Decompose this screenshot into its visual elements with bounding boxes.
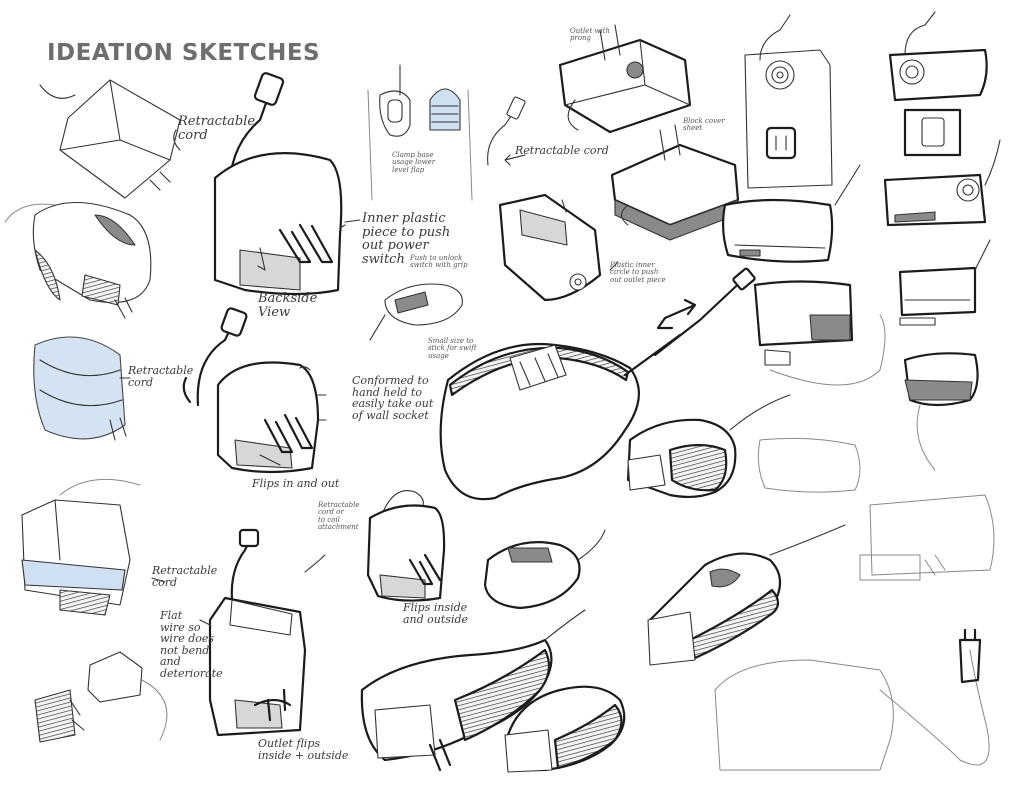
sketch-faint-outline-mid bbox=[757, 437, 861, 493]
annotation-small-prong-1: Outlet with prong bbox=[570, 27, 611, 43]
annotation-retractable-cord-5: Retractable cord bbox=[152, 564, 218, 589]
sketch-blue-adapter bbox=[33, 336, 127, 441]
annotation-plastic-inner-circle: Plastic inner circle to push out outlet … bbox=[610, 261, 666, 284]
sketch-coil-charger bbox=[366, 490, 446, 602]
sketch-conformed-charger bbox=[182, 307, 327, 474]
annotation-push-to-unlock: Push to unlock switch with grip bbox=[410, 254, 468, 270]
sketch-rounded-block-right bbox=[903, 352, 979, 471]
sketch-rect-charger-right-2 bbox=[898, 239, 991, 326]
annotation-inner-plastic-piece: Inner plastic piece to push out power sw… bbox=[362, 211, 451, 267]
annotation-flips-inside-outside: Flips inside and outside bbox=[403, 601, 469, 626]
sketch-rounded-adapter bbox=[4, 202, 152, 319]
sketch-pebble-charger bbox=[483, 529, 606, 610]
annotation-retractable-cord-1: Retractable cord bbox=[178, 114, 256, 143]
sketch-large-ergonomic-charger bbox=[439, 267, 756, 501]
sketch-faint-wall-adapter bbox=[859, 494, 995, 581]
page-title: IDEATION SKETCHES bbox=[47, 40, 321, 66]
sketch-rounded-charger-mid bbox=[626, 394, 791, 499]
sketch-flat-rect-charger bbox=[721, 164, 861, 263]
annotation-flips-in-and-out: Flips in and out bbox=[252, 477, 340, 490]
sketch-rect-charger-cord bbox=[753, 280, 886, 386]
annotation-conformed: Conformed to hand held to easily take ou… bbox=[352, 374, 434, 422]
annotation-clamp-ideas: Clamp base usage lower level flap bbox=[392, 151, 436, 174]
annotation-retractable-cord-3: Retractable cord bbox=[128, 364, 194, 389]
sketch-backside-charger bbox=[173, 72, 361, 296]
sketch-small-adapters bbox=[34, 651, 168, 743]
sketch-outlet-top-right bbox=[888, 11, 988, 157]
sketch-block-adapter bbox=[21, 478, 141, 616]
sketch-flat-adapter bbox=[39, 79, 181, 199]
annotation-small-size: Small size to stick for swift usage bbox=[428, 337, 477, 360]
sketch-top-charger bbox=[487, 96, 602, 302]
annotation-flat-wire: Flat wire so wire does not bend and dete… bbox=[160, 609, 223, 680]
sketch-big-curved-charger bbox=[360, 609, 586, 772]
annotation-retractable-cord-4: Retractable cord or to coil attachment bbox=[318, 501, 360, 532]
sketch-pebble-switch bbox=[369, 283, 463, 341]
sketch-wall-plug-block bbox=[558, 24, 692, 134]
sketch-callout-arrows bbox=[119, 154, 619, 626]
sketch-flat-rect-charger-right bbox=[883, 139, 1001, 227]
sketch-clamp-ideas bbox=[367, 64, 473, 201]
annotation-outlet-flips: Outlet flips inside + outside bbox=[258, 737, 349, 762]
sketch-flat-wire-charger bbox=[208, 528, 307, 737]
annotation-retractable-cord-2: Retractable cord bbox=[515, 144, 609, 157]
sketch-wall-plug-block-dark bbox=[610, 124, 740, 241]
sketch-pebble-charger-bottom bbox=[504, 685, 626, 773]
sketch-wall-outlet-panel bbox=[744, 14, 833, 189]
sketch-wave-charger bbox=[647, 524, 846, 666]
annotation-small-prong-2: Block cover sheet bbox=[683, 117, 725, 133]
sketch-faint-large-adapter bbox=[714, 628, 990, 771]
annotation-backside-view: Backside View bbox=[258, 291, 318, 320]
